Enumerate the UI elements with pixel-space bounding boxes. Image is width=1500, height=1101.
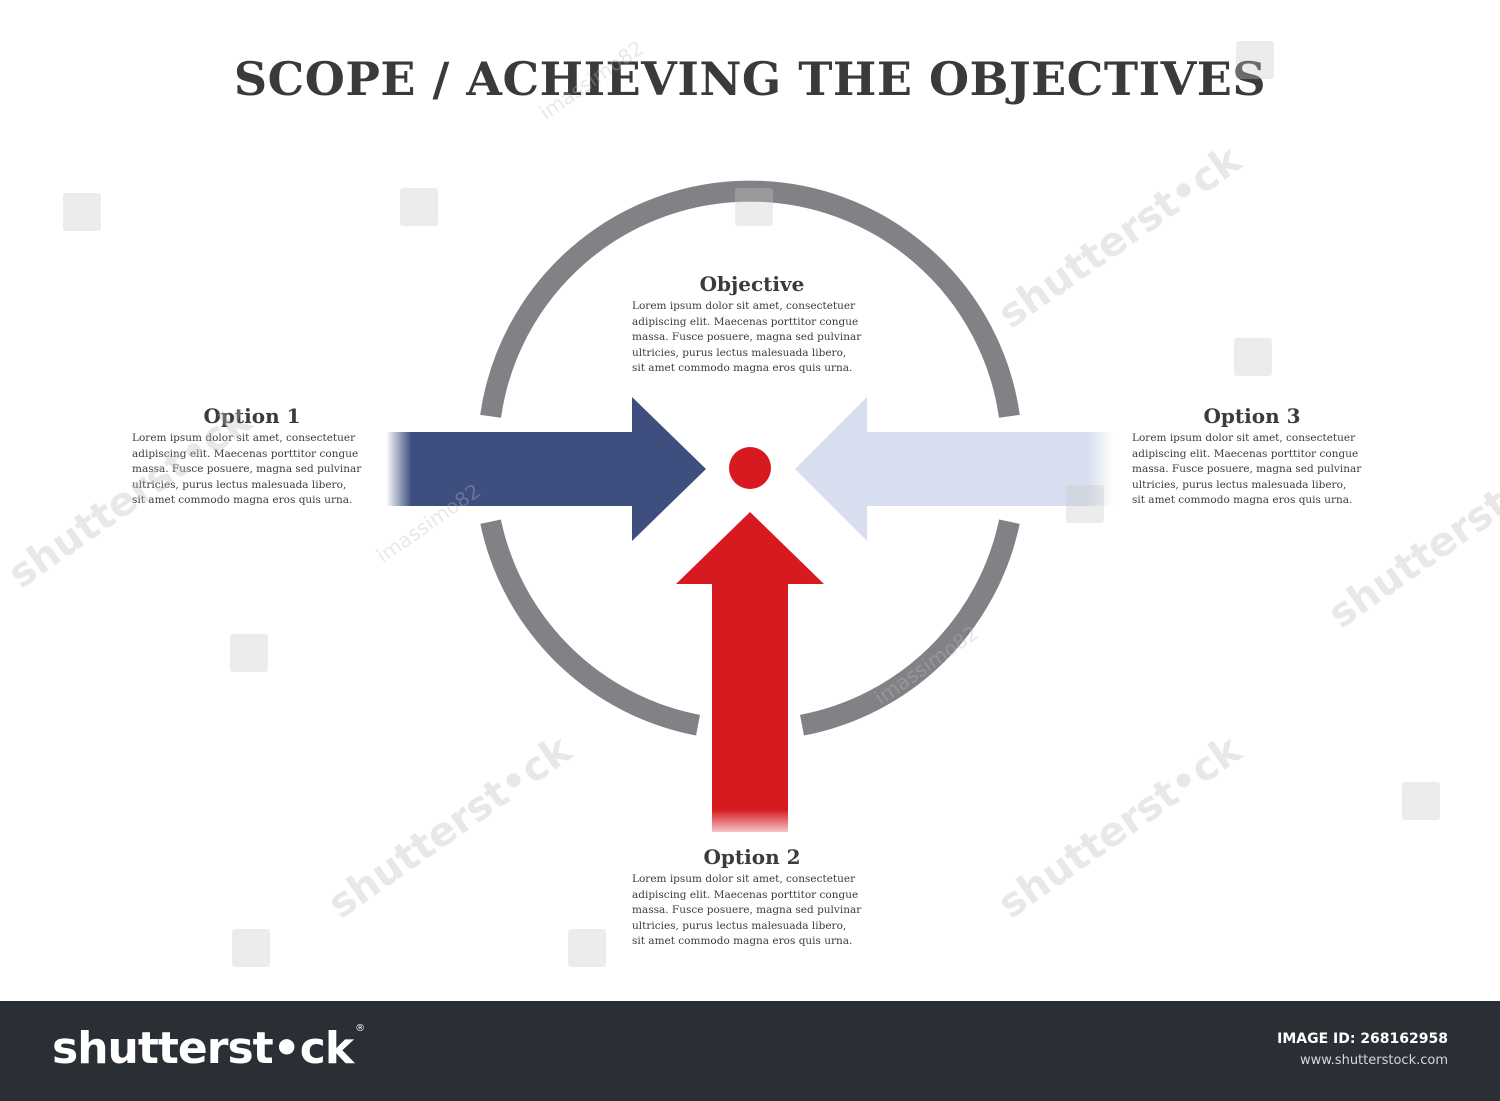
ring-lower-right-arc <box>800 519 1020 736</box>
brand-logo: shutterst•ck® <box>52 1023 365 1074</box>
objective-heading: Objective <box>699 272 805 296</box>
option1-text: Lorem ipsum dolor sit amet, consectetuer… <box>132 432 362 507</box>
image-id-block: IMAGE ID: 268162958 www.shutterstock.com <box>1277 1031 1448 1068</box>
option1-block: Option 1 Lorem ipsum dolor sit amet, con… <box>132 404 372 509</box>
ring-upper-arc <box>480 180 1020 418</box>
page-title: SCOPE / ACHIEVING THE OBJECTIVES <box>233 52 1267 106</box>
option1-heading: Option 1 <box>203 404 301 428</box>
image-id-label: IMAGE ID: 268162958 <box>1277 1031 1448 1047</box>
option3-block: Option 3 Lorem ipsum dolor sit amet, con… <box>1132 404 1372 509</box>
objective-block: Objective Lorem ipsum dolor sit amet, co… <box>632 272 872 377</box>
objective-text: Lorem ipsum dolor sit amet, consectetuer… <box>632 300 862 375</box>
option3-text: Lorem ipsum dolor sit amet, consectetuer… <box>1132 432 1362 507</box>
option3-heading: Option 3 <box>1203 404 1301 428</box>
option2-arrow <box>676 512 824 832</box>
footer-bar: shutterst•ck® IMAGE ID: 268162958 www.sh… <box>0 1001 1500 1101</box>
target-dot <box>729 447 771 489</box>
site-url[interactable]: www.shutterstock.com <box>1299 1053 1448 1068</box>
option2-text: Lorem ipsum dolor sit amet, consectetuer… <box>632 873 862 948</box>
diagram-canvas: SCOPE / ACHIEVING THE OBJECTIVES <box>0 35 1500 967</box>
option2-heading: Option 2 <box>703 845 801 869</box>
option2-block: Option 2 Lorem ipsum dolor sit amet, con… <box>632 845 872 950</box>
option3-arrow <box>795 397 1113 541</box>
ring-lower-left-arc <box>480 519 700 736</box>
option1-arrow <box>386 397 706 541</box>
diagram-graphic <box>386 180 1113 832</box>
